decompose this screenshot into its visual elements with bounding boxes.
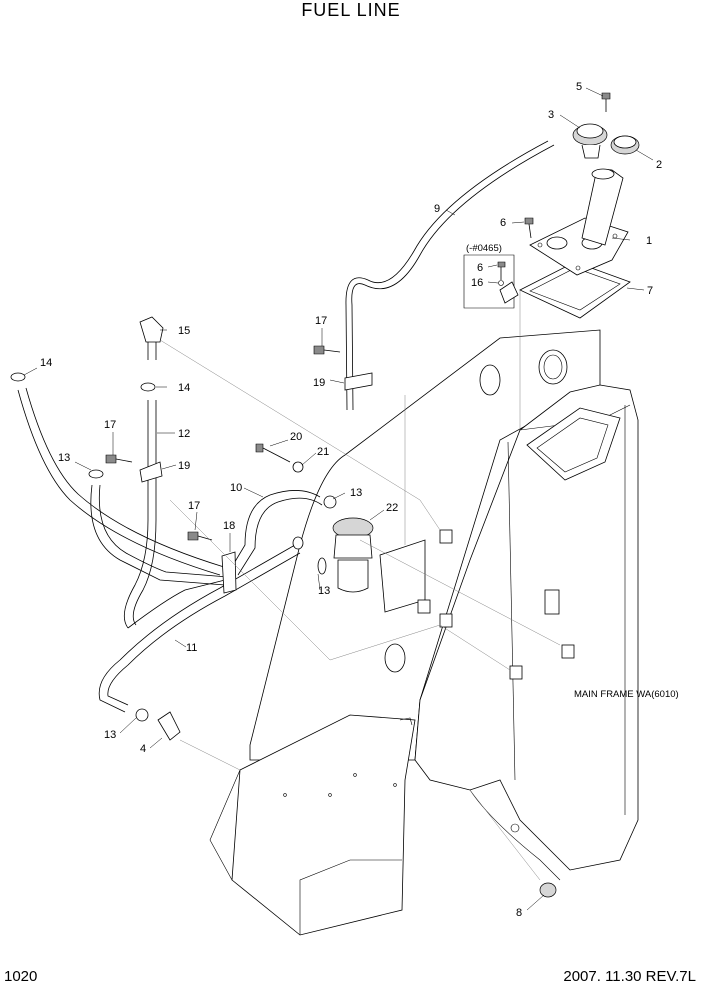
callout-13-lower: 13 <box>318 585 330 597</box>
callout-labels: 1 2 3 4 5 6 6 7 8 9 10 11 12 13 13 13 13… <box>40 81 662 919</box>
callout-18: 18 <box>223 520 235 532</box>
callout-17-left: 17 <box>104 419 116 431</box>
callout-19-pipe: 19 <box>178 460 190 472</box>
assembly-guide-lines <box>159 290 561 881</box>
callout-15: 15 <box>178 325 190 337</box>
callout-16: 16 <box>471 277 483 289</box>
page-title: FUEL LINE <box>301 0 401 20</box>
callout-13-left: 13 <box>58 452 70 464</box>
callout-7: 7 <box>647 285 653 297</box>
revision-date: 2007. 11.30 REV.7L <box>563 968 696 985</box>
page-number: 1020 <box>4 968 38 985</box>
callout-2: 2 <box>656 159 662 171</box>
callout-9: 9 <box>434 203 440 215</box>
callout-4: 4 <box>140 743 146 755</box>
serial-range-inset <box>463 254 519 309</box>
callout-6-upper: 6 <box>500 217 506 229</box>
callout-13-filter: 13 <box>350 487 362 499</box>
callout-10: 10 <box>230 482 242 494</box>
serial-range-note: (-#0465) <box>466 243 502 254</box>
filler-neck-assembly <box>519 92 640 319</box>
fuel-filter <box>317 517 374 593</box>
callout-5: 5 <box>576 81 582 93</box>
callout-11: 11 <box>186 642 197 654</box>
main-frame <box>209 329 601 936</box>
callout-13-bottom: 13 <box>104 729 116 741</box>
callout-6-inset: 6 <box>477 262 483 274</box>
callout-3: 3 <box>548 109 554 121</box>
callout-22: 22 <box>386 502 398 514</box>
hoses-and-pipes <box>17 140 555 713</box>
callout-12: 12 <box>178 428 190 440</box>
callout-8: 8 <box>516 907 522 919</box>
callout-17-upper: 17 <box>315 315 327 327</box>
callout-21: 21 <box>317 446 329 458</box>
callout-leaders <box>23 87 654 911</box>
callout-20: 20 <box>290 431 302 443</box>
callout-17-mid: 17 <box>188 500 200 512</box>
callout-1: 1 <box>646 235 652 247</box>
callout-19-upper: 19 <box>313 377 325 389</box>
main-frame-label: MAIN FRAME WA(6010) <box>574 689 679 700</box>
callout-14-left: 14 <box>40 357 52 369</box>
callout-14-pipe: 14 <box>178 382 190 394</box>
